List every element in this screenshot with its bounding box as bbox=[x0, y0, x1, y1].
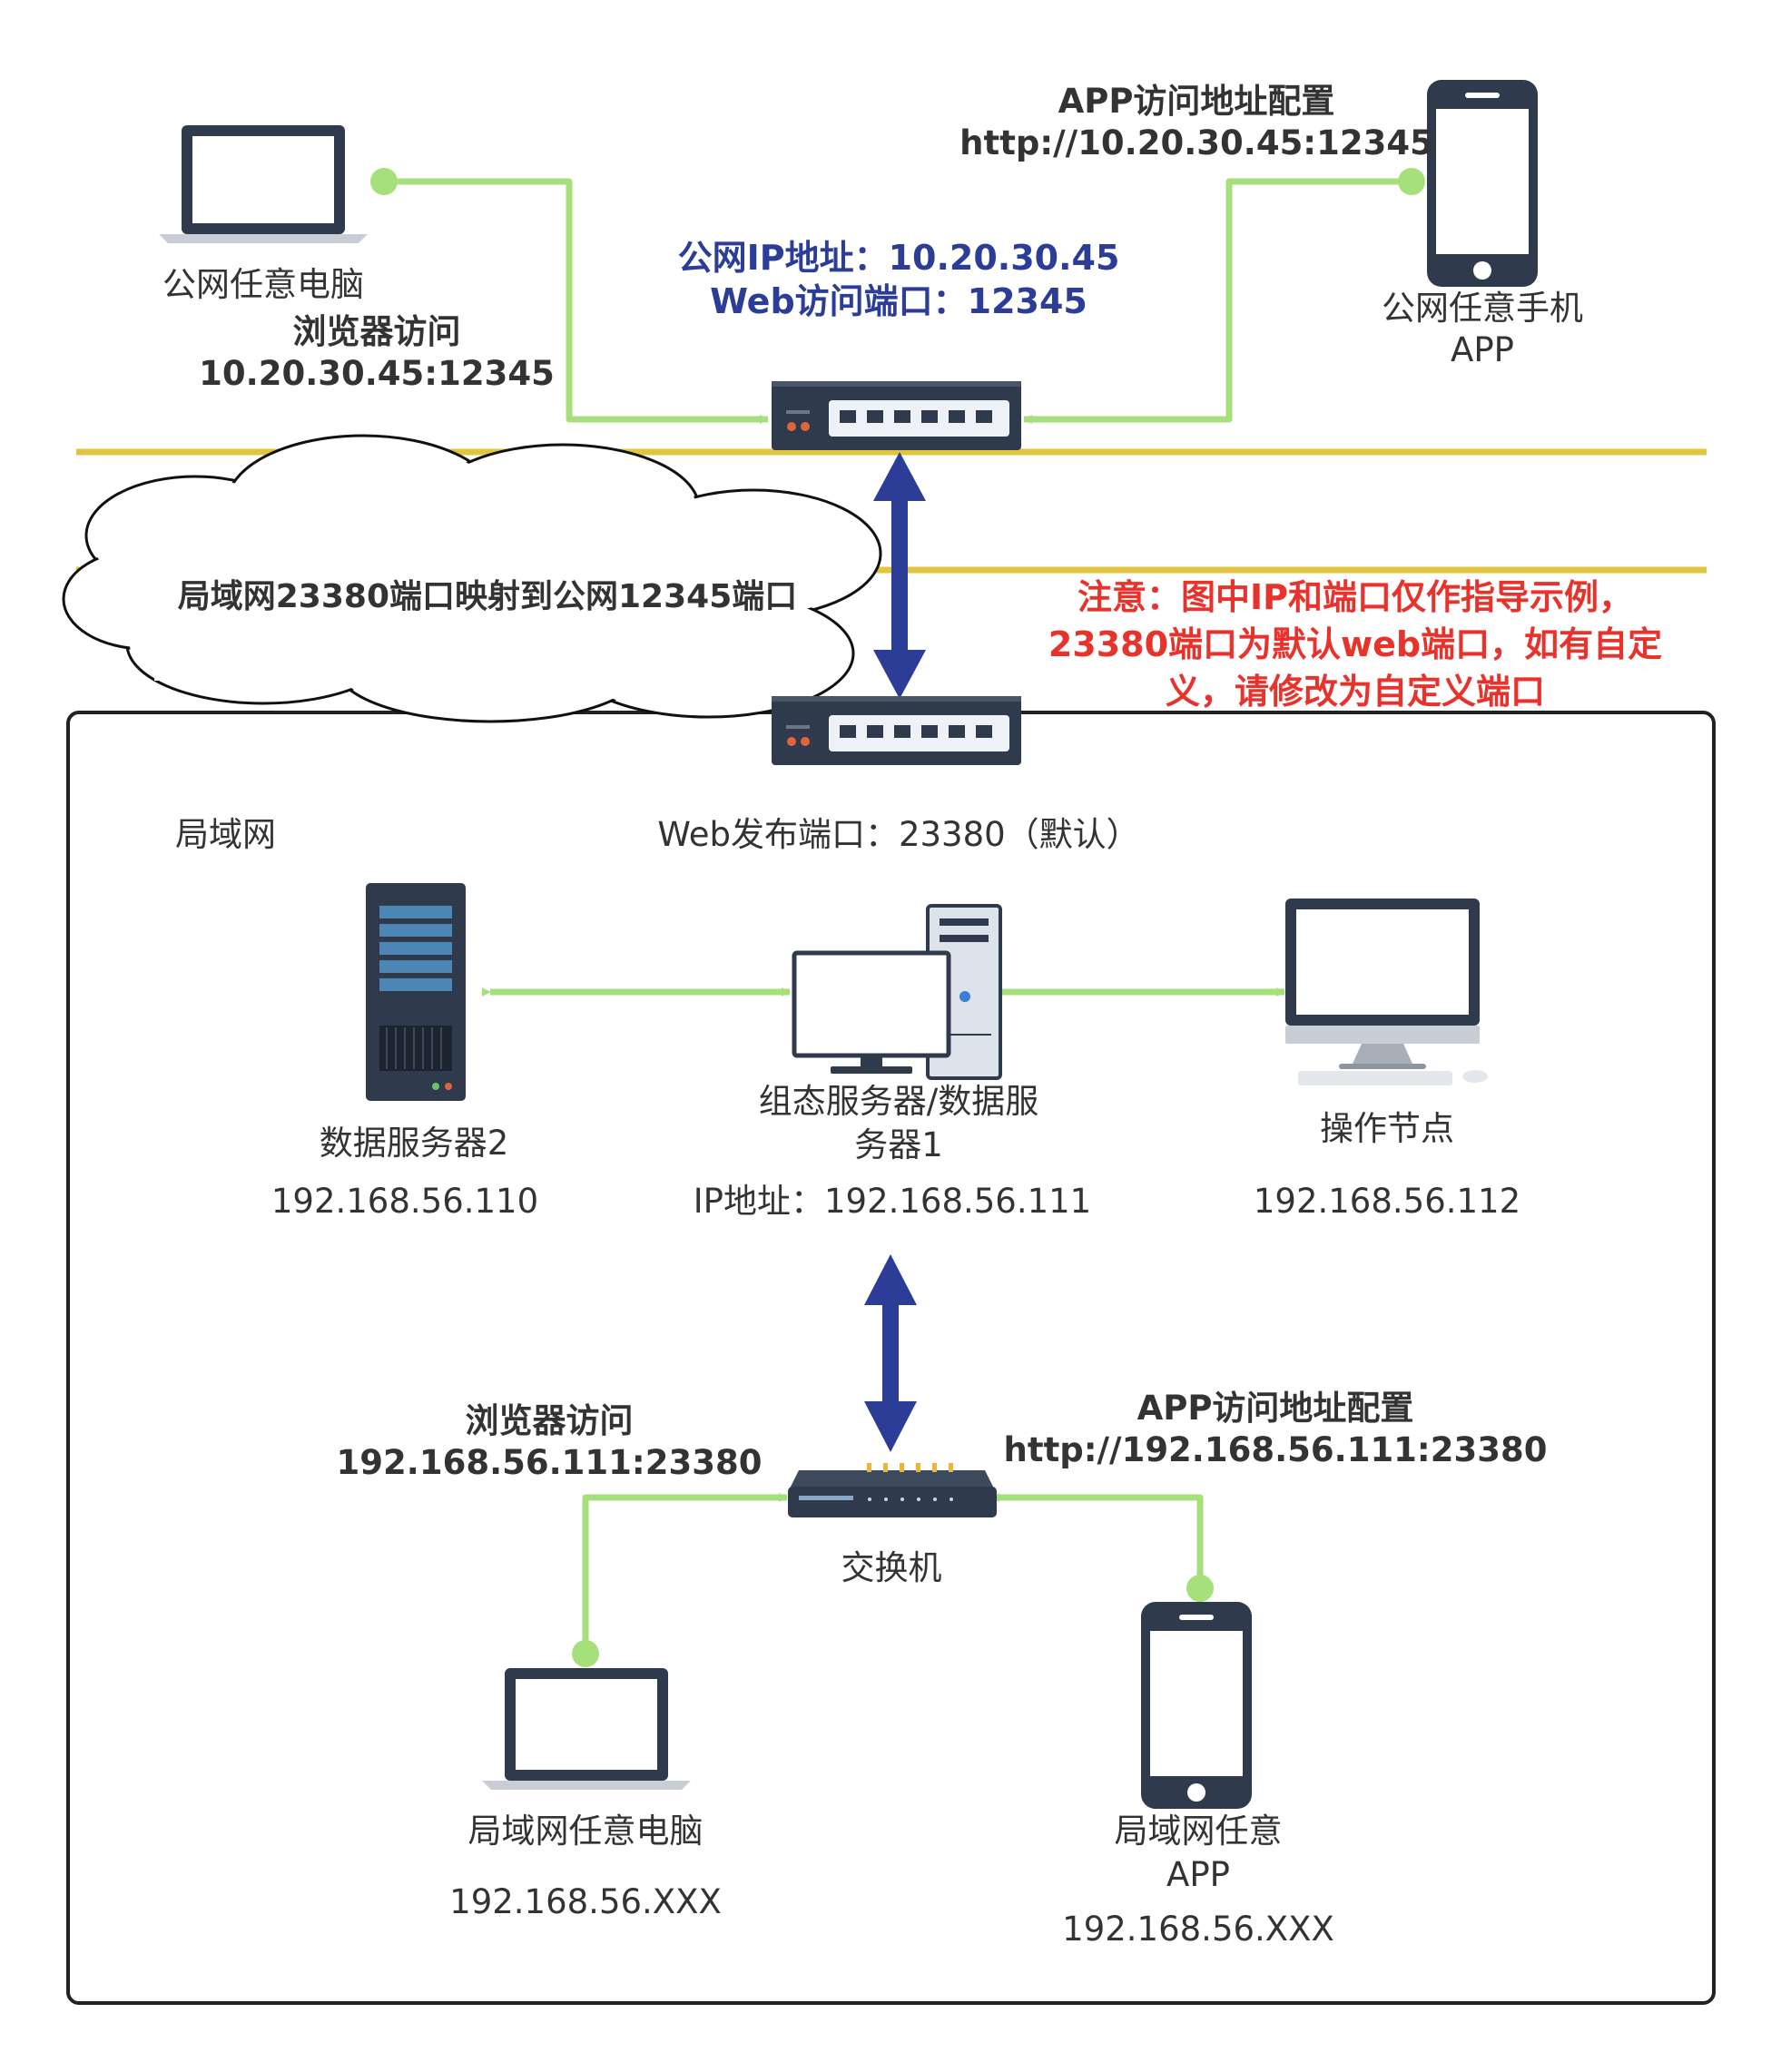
lan-pc-name: 局域网任意电脑 bbox=[467, 1812, 704, 1851]
public-pc-link-dot bbox=[370, 168, 398, 195]
lan-app-config-url: http://192.168.56.111:23380 bbox=[1003, 1430, 1548, 1469]
config-server-name: 组态服务器/数据服 bbox=[758, 1082, 1039, 1121]
switch-icon bbox=[788, 1463, 997, 1517]
public-pc-browser-address: 10.20.30.45:12345 bbox=[199, 354, 555, 393]
note-line-3: 义，请修改为自定义端口 bbox=[1165, 672, 1546, 712]
public-pc-browser-title: 浏览器访问 bbox=[292, 312, 461, 351]
lan-app-name: 局域网任意 bbox=[1114, 1812, 1283, 1851]
config-server-name-cont: 务器1 bbox=[854, 1125, 943, 1164]
lan-web-port: Web发布端口：23380（默认） bbox=[657, 815, 1140, 854]
switch-label: 交换机 bbox=[841, 1548, 942, 1587]
public-phone-link bbox=[1023, 178, 1412, 424]
lan-browser-title: 浏览器访问 bbox=[465, 1401, 634, 1440]
config-server-ip: IP地址：192.168.56.111 bbox=[693, 1182, 1092, 1221]
public-router-icon bbox=[772, 381, 1021, 450]
lan-app-name-app: APP bbox=[1166, 1855, 1230, 1894]
lan-laptop-icon bbox=[482, 1668, 691, 1790]
lan-app-link bbox=[990, 1493, 1204, 1588]
switch-server-arrow bbox=[864, 1254, 917, 1452]
public-phone-label-app: APP bbox=[1451, 330, 1514, 369]
public-pc-link bbox=[384, 178, 769, 424]
lan-browser-address: 192.168.56.111:23380 bbox=[336, 1443, 763, 1482]
lan-pc-ip: 192.168.56.XXX bbox=[449, 1882, 722, 1921]
note-line-2: 23380端口为默认web端口，如有自定 bbox=[1048, 624, 1663, 664]
mapping-cloud bbox=[62, 434, 882, 723]
lan-app-config-title: APP访问地址配置 bbox=[1136, 1389, 1414, 1428]
public-app-config-title: APP访问地址配置 bbox=[1058, 82, 1335, 121]
note-line-1: 注意：图中IP和端口仅作指导示例， bbox=[1077, 577, 1633, 617]
lan-app-ip: 192.168.56.XXX bbox=[1062, 1910, 1334, 1949]
lan-pc-link bbox=[582, 1493, 788, 1654]
operator-node-ip: 192.168.56.112 bbox=[1253, 1182, 1521, 1221]
lan-phone-icon bbox=[1141, 1602, 1252, 1809]
public-router-port: Web访问端口：12345 bbox=[710, 281, 1087, 321]
lan-app-link-dot bbox=[1186, 1575, 1214, 1602]
operator-node-name: 操作节点 bbox=[1320, 1109, 1454, 1148]
operator-node-icon bbox=[1285, 899, 1488, 1085]
public-phone-label: 公网任意手机 bbox=[1382, 289, 1583, 328]
lan-router-icon bbox=[772, 696, 1021, 765]
public-laptop-icon bbox=[159, 125, 368, 243]
lan-zone-label: 局域网 bbox=[175, 815, 276, 854]
config-server-icon bbox=[792, 904, 1002, 1080]
public-router-ip: 公网IP地址：10.20.30.45 bbox=[677, 238, 1120, 278]
public-phone-icon bbox=[1427, 80, 1538, 287]
public-phone-link-dot bbox=[1398, 168, 1425, 195]
public-app-config-url: http://10.20.30.45:12345 bbox=[959, 123, 1433, 162]
router-mapping-arrow bbox=[873, 452, 926, 699]
public-pc-label: 公网任意电脑 bbox=[162, 265, 364, 304]
lan-pc-link-dot bbox=[572, 1640, 599, 1667]
data-server-name: 数据服务器2 bbox=[319, 1124, 509, 1163]
data-server-icon bbox=[366, 883, 466, 1101]
cloud-mapping-text: 局域网23380端口映射到公网12345端口 bbox=[177, 578, 798, 615]
data-server-ip: 192.168.56.110 bbox=[271, 1182, 539, 1221]
